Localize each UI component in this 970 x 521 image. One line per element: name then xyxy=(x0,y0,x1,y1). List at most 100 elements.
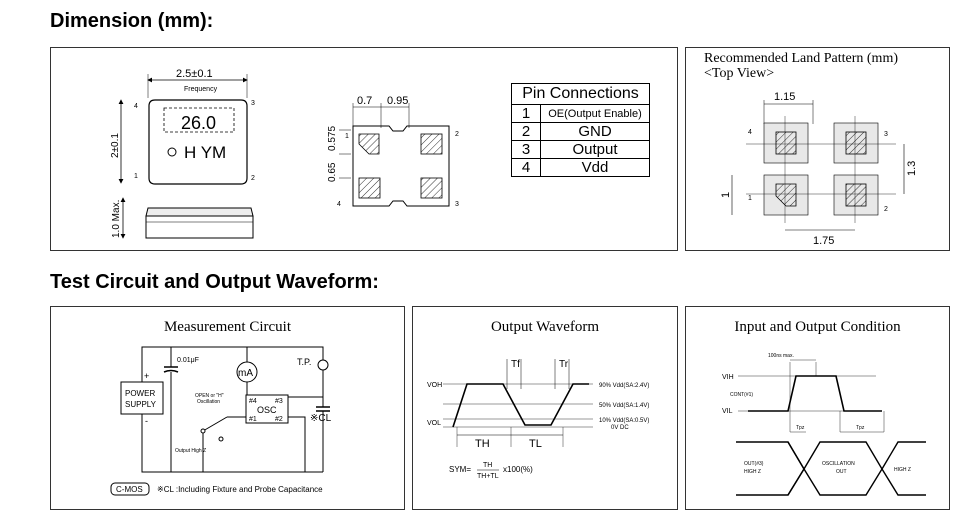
sym-denominator: TH+TL xyxy=(477,473,499,480)
cmos-label: C-MOS xyxy=(116,485,143,494)
cl-note: ※CL :Including Fixture and Probe Capacit… xyxy=(157,485,323,494)
level-50: 50% Vdd(SA:1.4V) xyxy=(599,403,649,409)
th-label: TH xyxy=(475,438,490,450)
pad-dim-07: 0.7 xyxy=(357,95,372,107)
side-view-top xyxy=(145,207,254,217)
pad-4 xyxy=(358,177,381,199)
land-dim-1: 1 xyxy=(720,192,732,198)
frequency-label: Frequency xyxy=(184,86,218,93)
control-waveform xyxy=(748,375,882,412)
pad-3 xyxy=(420,177,443,199)
pad-dim-0575: 0.575 xyxy=(327,126,338,151)
tf-label: Tf xyxy=(511,359,520,370)
pin-num: 1 xyxy=(511,104,541,123)
pin-fn: Vdd xyxy=(540,158,650,177)
power-label: POWER xyxy=(125,389,155,398)
measurement-title: Measurement Circuit xyxy=(163,319,292,335)
io-condition-panel: Input and Output Condition 100ns max. VI… xyxy=(685,306,950,510)
pin-fn: GND xyxy=(540,122,650,141)
side-view-body xyxy=(145,215,254,239)
pin-fn: OE(Output Enable) xyxy=(540,104,650,123)
out-high-z-label: HIGH Z xyxy=(744,469,761,475)
minus-sign: - xyxy=(145,416,148,426)
oscillation-out-label: OSCILLATION xyxy=(822,461,855,467)
measurement-circuit-panel: Measurement Circuit POWER SUPPLY + - 0.0… xyxy=(50,306,405,510)
land-dim-115: 1.15 xyxy=(774,91,795,103)
pin-num: 3 xyxy=(511,140,541,159)
ammeter-label: mA xyxy=(238,368,253,379)
pin3-label: #3 xyxy=(275,398,283,405)
test-circuit-heading: Test Circuit and Output Waveform: xyxy=(50,271,379,293)
pin-num: 4 xyxy=(511,158,541,177)
lp-pin3: 3 xyxy=(884,131,888,138)
lp-pin1: 1 xyxy=(748,195,752,202)
pkg-pin1-label: 1 xyxy=(134,173,138,180)
bv-pin4: 4 xyxy=(337,201,341,208)
tp-label: T.P. xyxy=(297,357,311,367)
bv-pin1: 1 xyxy=(345,133,349,140)
oscillation-label: Oscillation xyxy=(197,399,220,405)
pad-2 xyxy=(420,133,443,155)
height-label: 2±0.1 xyxy=(110,133,121,158)
land-subtitle: <Top View> xyxy=(704,66,775,81)
open-label: OPEN or "H" xyxy=(195,393,224,399)
bv-pin2: 2 xyxy=(455,131,459,138)
pkg-pin2-label: 2 xyxy=(251,175,255,182)
high-z-label: HIGH Z xyxy=(894,467,911,473)
osc-label: OSC xyxy=(257,405,277,415)
pin1-label: #1 xyxy=(249,416,257,423)
bv-pin3: 3 xyxy=(455,201,459,208)
tr-label: Tr xyxy=(559,359,569,370)
osc-box xyxy=(245,394,289,424)
pin-table-header: Pin Connections xyxy=(511,83,650,105)
tl-label: TL xyxy=(529,438,542,450)
frequency-box xyxy=(163,107,235,133)
output-high-z-label: Output High Z xyxy=(175,448,206,454)
level-10: 10% Vdd(SA:0.5V) xyxy=(599,418,649,424)
test-point-icon xyxy=(317,359,329,371)
max-label: 100ns max. xyxy=(768,353,794,359)
measurement-circuit-drawing: POWER SUPPLY + - 0.01μF mA #4 #3 OSC #1 … xyxy=(110,346,332,496)
pin4-label: #4 xyxy=(249,398,257,405)
sym-multiplier: x100(%) xyxy=(503,465,533,474)
pin-fn: Output xyxy=(540,140,650,159)
cl-label: ※CL xyxy=(310,413,332,424)
pin2-label: #2 xyxy=(275,416,283,423)
sym-numerator: TH xyxy=(483,462,492,469)
output-waveform xyxy=(452,383,589,428)
land-pattern-panel: Recommended Land Pattern (mm) <Top View>… xyxy=(685,47,950,251)
package-outline xyxy=(148,99,248,185)
output-waveform-drawing: Tf Tr VOH VOL 90% Vdd(SA:2.4V) 50% Vdd(S… xyxy=(427,359,649,480)
waveform-title: Output Waveform xyxy=(490,319,600,335)
pad-1 xyxy=(358,133,380,155)
level-0v: 0V DC xyxy=(611,425,629,431)
pad-dim-065: 0.65 xyxy=(327,162,338,182)
thickness-label: 1.0 Max. xyxy=(111,200,122,238)
out3-label: OUT(#3) xyxy=(744,461,764,467)
cont-label: CONT(#1) xyxy=(730,392,753,398)
io-condition-drawing: 100ns max. VIH CONT(#1) VIL Tpz Tpz OUT(… xyxy=(722,353,926,496)
dimension-drawing: 2.5±0.1 Frequency 26.0 H YM 2±0.1 4 3 1 … xyxy=(110,68,459,239)
sym-label: SYM= xyxy=(449,465,471,474)
land-title: Recommended Land Pattern (mm) xyxy=(704,51,898,66)
pad-dim-095: 0.95 xyxy=(387,95,408,107)
supply-label: SUPPLY xyxy=(125,400,157,409)
bottom-view-outline xyxy=(352,125,450,207)
land-dim-13: 1.3 xyxy=(906,161,918,176)
marking-text: H YM xyxy=(184,143,226,162)
level-90: 90% Vdd(SA:2.4V) xyxy=(599,383,649,389)
land-pattern-drawing: 1.15 4 3 1 2 1.3 1 1.75 xyxy=(720,91,918,247)
lp-pin2: 2 xyxy=(884,206,888,213)
vih-label: VIH xyxy=(722,374,734,381)
tpz-label-2: Tpz xyxy=(856,425,865,431)
plus-sign: + xyxy=(144,371,149,381)
vil-label: VIL xyxy=(722,408,733,415)
cap-label: 0.01μF xyxy=(177,357,199,364)
osc-out-label: OUT xyxy=(836,469,847,475)
land-dim-175: 1.75 xyxy=(813,235,834,247)
vol-label: VOL xyxy=(427,420,441,427)
